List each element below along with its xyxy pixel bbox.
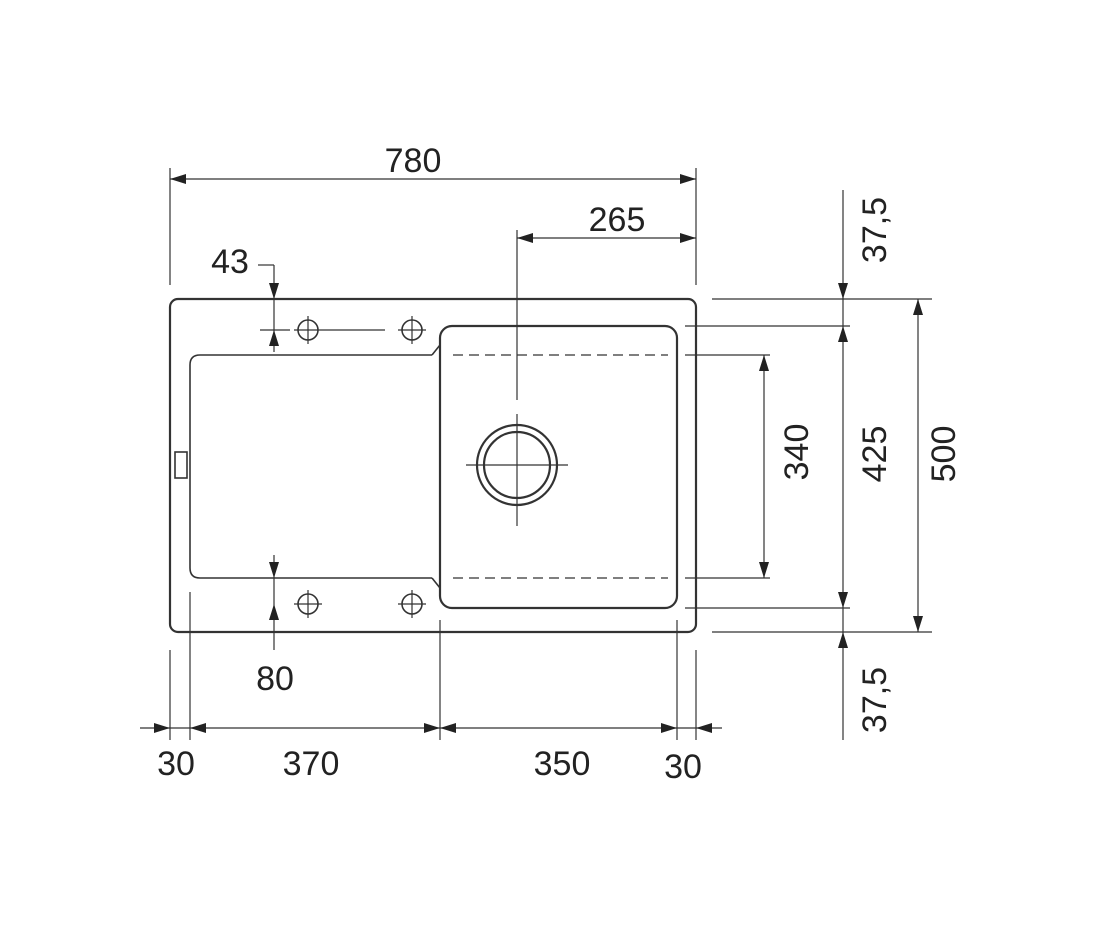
top-margin-label: 37,5 bbox=[856, 197, 894, 263]
dimension-overall-width: 780 bbox=[169, 142, 697, 285]
right-extension-lines bbox=[685, 298, 932, 633]
overall-width-label: 780 bbox=[385, 142, 442, 180]
dimension-bowl-depth-outer: 425 37,5 37,5 bbox=[838, 190, 894, 740]
dimension-overall-depth: 500 bbox=[913, 299, 963, 632]
sink-body bbox=[168, 297, 698, 634]
right-border-label: 30 bbox=[664, 748, 702, 786]
tap-hole-top-left bbox=[294, 316, 322, 344]
sink-outer-outline bbox=[168, 297, 698, 634]
bowl-outline bbox=[438, 324, 679, 610]
bowl-depth-inner-label: 340 bbox=[778, 424, 816, 481]
drainer-bowl-joint-bottom bbox=[431, 577, 441, 589]
dimension-tap-hole-bottom: 80 bbox=[256, 555, 294, 698]
dimension-drain-offset: 265 bbox=[516, 201, 696, 400]
drainer-width-label: 370 bbox=[283, 745, 340, 783]
tap-hole-bottom-right bbox=[398, 590, 426, 618]
drainer-bowl-joint-top bbox=[431, 344, 441, 356]
drainer-tray-outline bbox=[189, 354, 432, 579]
tap-hole-bottom-left bbox=[294, 590, 322, 618]
tap-hole-bottom-label: 80 bbox=[256, 660, 294, 698]
tap-holes bbox=[260, 316, 426, 618]
dimension-tap-hole-top: 43 bbox=[211, 243, 279, 352]
drain-offset-label: 265 bbox=[589, 201, 646, 239]
bottom-margin-label: 37,5 bbox=[856, 667, 894, 733]
dimension-bottom-chain: 30 370 350 30 bbox=[140, 592, 722, 786]
tap-hole-top-right bbox=[398, 316, 426, 344]
overall-depth-label: 500 bbox=[925, 426, 963, 483]
overflow-slot bbox=[174, 451, 188, 479]
left-border-label: 30 bbox=[157, 745, 195, 783]
bowl-depth-outer-label: 425 bbox=[856, 426, 894, 483]
tap-hole-top-label: 43 bbox=[211, 243, 249, 281]
dimension-bowl-depth-inner: 340 bbox=[759, 355, 816, 578]
bowl-width-label: 350 bbox=[534, 745, 591, 783]
